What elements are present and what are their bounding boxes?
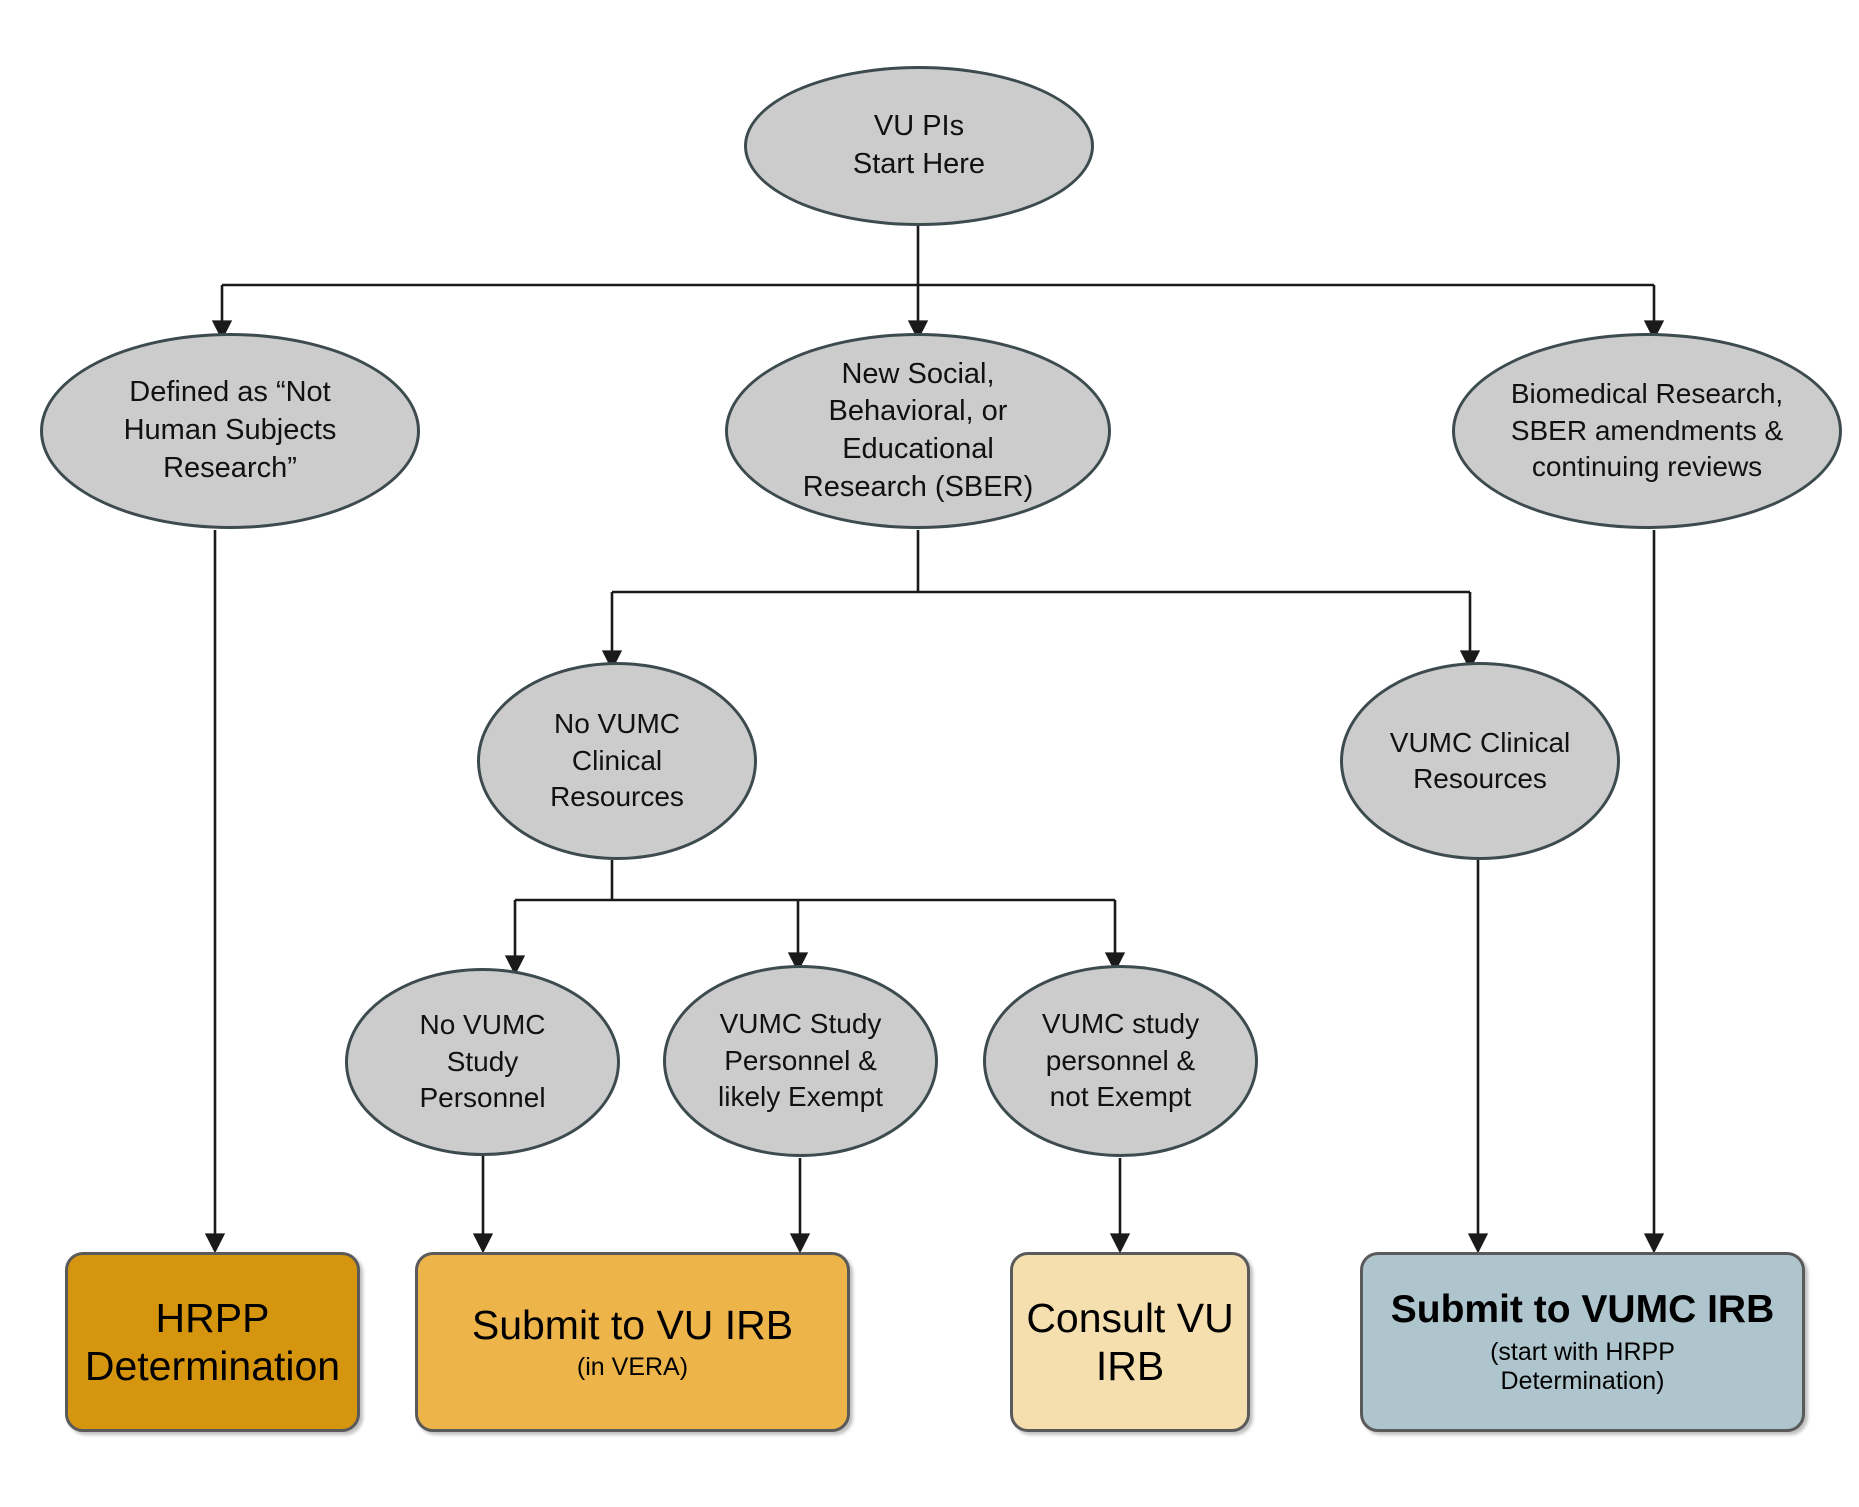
node-submit-vu-irb-label: Submit to VU IRB	[471, 1302, 794, 1349]
node-not-human-subjects[interactable]: Defined as “Not Human Subjects Research”	[40, 333, 420, 529]
node-consult-vu-irb-label: Consult VU IRB	[1026, 1294, 1234, 1389]
node-start-label: VU PIs Start Here	[852, 110, 986, 180]
node-vumc-clinical[interactable]: VUMC Clinical Resources	[1340, 662, 1620, 860]
node-start[interactable]: VU PIs Start Here	[744, 66, 1094, 226]
node-consult-vu-irb[interactable]: Consult VU IRB	[1010, 1252, 1250, 1432]
node-not-human-subjects-label: Defined as “Not Human Subjects Research”	[123, 376, 337, 484]
node-no-vumc-clinical-label: No VUMC Clinical Resources	[550, 708, 684, 813]
node-submit-vumc-irb-sublabel: (start with HRPP Determination)	[1490, 1337, 1675, 1396]
node-vumc-personnel-not-exempt-label: VUMC study personnel & not Exempt	[1041, 1008, 1200, 1113]
node-biomedical-label: Biomedical Research, SBER amendments & c…	[1510, 378, 1784, 483]
node-vumc-personnel-exempt[interactable]: VUMC Study Personnel & likely Exempt	[663, 965, 938, 1157]
node-no-vumc-clinical[interactable]: No VUMC Clinical Resources	[477, 662, 757, 860]
node-vumc-personnel-exempt-label: VUMC Study Personnel & likely Exempt	[718, 1008, 883, 1113]
node-submit-vumc-irb[interactable]: Submit to VUMC IRB (start with HRPP Dete…	[1360, 1252, 1805, 1432]
node-hrpp[interactable]: HRPP Determination	[65, 1252, 360, 1432]
node-biomedical[interactable]: Biomedical Research, SBER amendments & c…	[1452, 333, 1842, 529]
node-sber[interactable]: New Social, Behavioral, or Educational R…	[725, 333, 1111, 529]
node-no-vumc-personnel-label: No VUMC Study Personnel	[419, 1009, 546, 1114]
node-hrpp-label: HRPP Determination	[84, 1294, 341, 1389]
node-sber-label: New Social, Behavioral, or Educational R…	[802, 357, 1034, 503]
node-submit-vumc-irb-label: Submit to VUMC IRB	[1390, 1288, 1775, 1332]
node-vumc-personnel-not-exempt[interactable]: VUMC study personnel & not Exempt	[983, 965, 1258, 1157]
node-submit-vu-irb[interactable]: Submit to VU IRB (in VERA)	[415, 1252, 850, 1432]
node-vumc-clinical-label: VUMC Clinical Resources	[1389, 726, 1571, 794]
node-no-vumc-personnel[interactable]: No VUMC Study Personnel	[345, 968, 620, 1156]
node-submit-vu-irb-sublabel: (in VERA)	[576, 1353, 689, 1382]
